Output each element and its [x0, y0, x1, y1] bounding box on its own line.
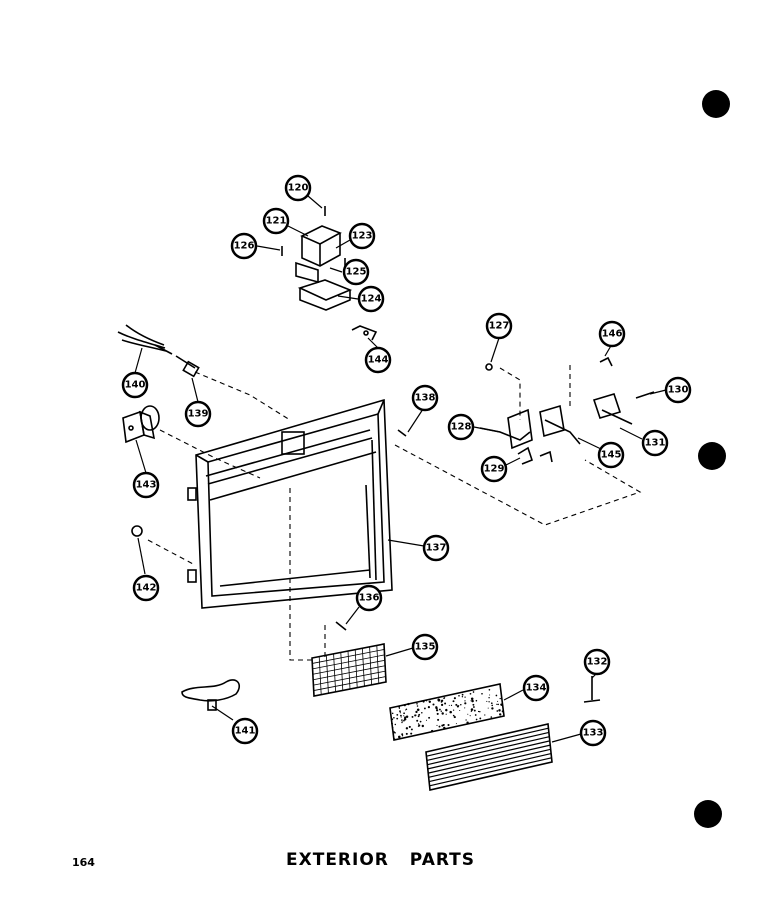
callout-135: 135 [411, 633, 439, 661]
clip-part [351, 325, 378, 341]
svg-text:120: 120 [288, 183, 309, 194]
callout-146: 146 [598, 320, 626, 348]
screw-part-136 [335, 621, 347, 631]
svg-text:141: 141 [235, 726, 256, 737]
callout-128: 128 [447, 413, 475, 441]
svg-text:146: 146 [602, 329, 623, 340]
svg-text:129: 129 [484, 464, 505, 475]
svg-text:126: 126 [234, 241, 255, 252]
handle-bracket [181, 679, 241, 711]
assembly-dashed-lines [147, 365, 642, 661]
svg-text:124: 124 [361, 294, 382, 305]
filter-pad [389, 683, 505, 741]
callout-120: 120 [284, 174, 312, 202]
callout-133: 133 [579, 719, 607, 747]
svg-text:140: 140 [125, 380, 146, 391]
callout-140: 140 [121, 371, 149, 399]
callout-145: 145 [597, 441, 625, 469]
svg-text:138: 138 [415, 393, 436, 404]
svg-text:123: 123 [352, 231, 373, 242]
svg-text:125: 125 [346, 267, 367, 278]
svg-text:131: 131 [645, 438, 666, 449]
callout-127: 127 [485, 312, 513, 340]
callout-125: 125 [342, 258, 370, 286]
callout-141: 141 [231, 717, 259, 745]
binder-hole-top [702, 90, 730, 118]
svg-text:145: 145 [601, 450, 622, 461]
callout-144: 144 [364, 346, 392, 374]
svg-text:121: 121 [266, 216, 287, 227]
svg-text:127: 127 [489, 321, 510, 332]
latch-assembly [479, 356, 655, 465]
svg-text:136: 136 [359, 593, 380, 604]
connector-part [175, 355, 200, 378]
callout-137: 137 [422, 534, 450, 562]
svg-text:143: 143 [136, 480, 157, 491]
callout-131: 131 [641, 429, 669, 457]
page-number: 164 [72, 856, 95, 869]
svg-text:139: 139 [188, 409, 209, 420]
callout-130: 130 [664, 376, 692, 404]
callout-126: 126 [230, 232, 258, 260]
grille-louvers [426, 727, 552, 787]
binder-hole-bottom [694, 800, 722, 828]
svg-text:134: 134 [526, 683, 547, 694]
wire-harness [117, 324, 173, 355]
callout-124: 124 [357, 285, 385, 313]
louvered-grille [425, 723, 553, 791]
svg-text:128: 128 [451, 422, 472, 433]
svg-text:144: 144 [368, 355, 389, 366]
svg-text:130: 130 [668, 385, 689, 396]
mesh-grid [312, 645, 386, 695]
knob-part [131, 525, 143, 537]
front-frame [187, 398, 393, 609]
callout-142: 142 [132, 574, 160, 602]
page-title: EXTERIOR PARTS [286, 850, 476, 870]
clip-part-132 [583, 676, 601, 703]
callout-132: 132 [583, 648, 611, 676]
control-box [122, 405, 160, 444]
callout-134: 134 [522, 674, 550, 702]
screw-part-138 [397, 429, 407, 437]
callout-123: 123 [348, 222, 376, 250]
mesh-filter [311, 643, 387, 697]
callout-136: 136 [355, 584, 383, 612]
svg-text:133: 133 [583, 728, 604, 739]
filter-speckle [391, 683, 504, 741]
callout-139: 139 [184, 400, 212, 428]
svg-text:137: 137 [426, 543, 447, 554]
svg-text:135: 135 [415, 642, 436, 653]
callout-138: 138 [411, 384, 439, 412]
callout-129: 129 [480, 455, 508, 483]
callout-143: 143 [132, 471, 160, 499]
top-bracket-assembly [281, 206, 353, 311]
svg-text:142: 142 [136, 583, 157, 594]
callout-121: 121 [262, 207, 290, 235]
binder-hole-middle [698, 442, 726, 470]
svg-text:132: 132 [587, 657, 608, 668]
